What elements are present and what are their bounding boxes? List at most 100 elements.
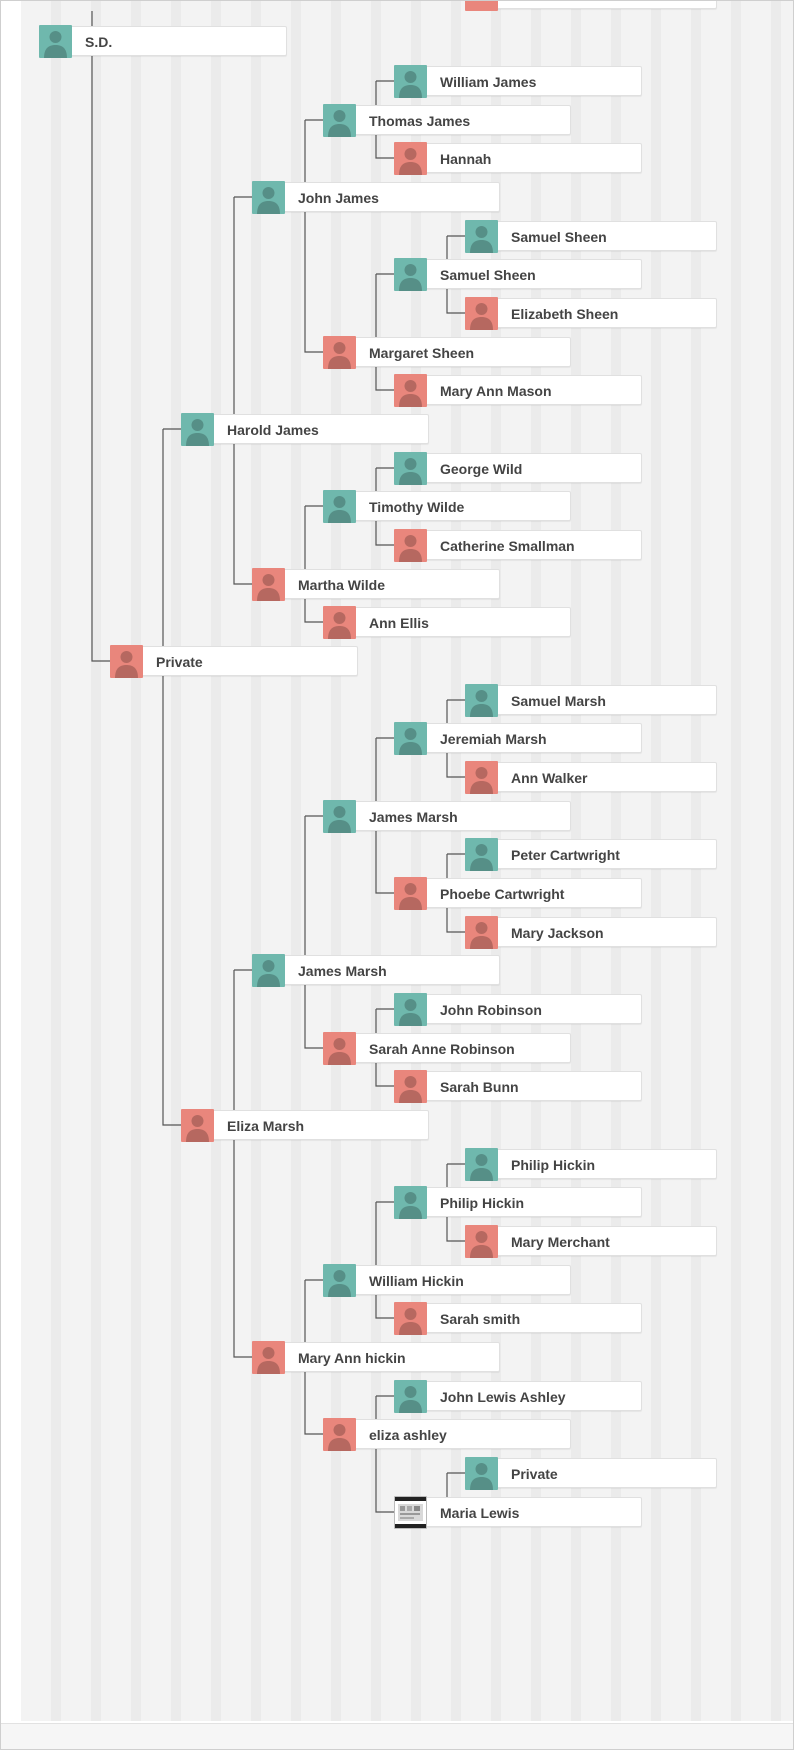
person-card-ann-ellis[interactable]: Ann Ellis (323, 606, 571, 639)
person-silhouette-icon (465, 1148, 498, 1181)
person-card-samuel-sheen-2[interactable]: Samuel Sheen (465, 220, 717, 253)
person-silhouette-icon (252, 181, 285, 214)
person-name: William Hickin (369, 1273, 464, 1289)
person-card-mary-jackson[interactable]: Mary Jackson (465, 916, 717, 949)
person-name: James Marsh (369, 809, 458, 825)
person-silhouette-icon (252, 954, 285, 987)
person-silhouette-icon (394, 1186, 427, 1219)
person-card-thomas-james[interactable]: Thomas James (323, 104, 571, 137)
person-card-sarah-bunn[interactable]: Sarah Bunn (394, 1070, 642, 1103)
person-card-eliza-ashley[interactable]: eliza ashley (323, 1418, 571, 1451)
person-card-phoebe-cartwright[interactable]: Phoebe Cartwright (394, 877, 642, 910)
person-silhouette-icon (323, 1418, 356, 1451)
person-silhouette-icon (110, 645, 143, 678)
person-name: Sarah smith (440, 1311, 521, 1327)
person-name: John James (298, 190, 379, 206)
person-card-james-marsh[interactable]: James Marsh (252, 954, 500, 987)
person-silhouette-icon (394, 452, 427, 485)
person-silhouette-icon (181, 1109, 214, 1142)
person-name: Catherine Smallman (440, 538, 575, 554)
person-card-private-2[interactable]: Private (465, 1457, 717, 1490)
person-name: Mary Ann hickin (298, 1350, 406, 1366)
person-silhouette-icon (252, 1341, 285, 1374)
person-name: Peter Cartwright (511, 847, 620, 863)
person-card-mary-ann-mason[interactable]: Mary Ann Mason (394, 374, 642, 407)
person-name: Ann Ellis (369, 615, 429, 631)
person-card-hannah[interactable]: Hannah (394, 142, 642, 175)
person-silhouette-icon (465, 761, 498, 794)
person-name: Elizabeth Sheen (511, 306, 619, 322)
person-name: Philip Hickin (440, 1195, 525, 1211)
person-name: Mary Jackson (511, 925, 604, 941)
person-silhouette-icon (252, 568, 285, 601)
person-card-ann-walker[interactable]: Ann Walker (465, 761, 717, 794)
person-card-samuel-sheen[interactable]: Samuel Sheen (394, 258, 642, 291)
person-silhouette-icon (323, 800, 356, 833)
person-card-william-james[interactable]: William James (394, 65, 642, 98)
person-card-catherine-smallman[interactable]: Catherine Smallman (394, 529, 642, 562)
person-name: Jeremiah Marsh (440, 731, 547, 747)
person-silhouette-icon (394, 877, 427, 910)
person-silhouette-icon (323, 490, 356, 523)
person-name: eliza ashley (369, 1427, 447, 1443)
person-name: Phoebe Cartwright (440, 886, 565, 902)
person-silhouette-icon (394, 1302, 427, 1335)
person-card-philip-hickin-2[interactable]: Philip Hickin (465, 1148, 717, 1181)
person-name: William James (440, 74, 537, 90)
person-card-offscreen[interactable] (465, 1, 717, 11)
person-name: Thomas James (369, 113, 471, 129)
person-name: Ann Walker (511, 770, 588, 786)
person-name: Mary Ann Mason (440, 383, 552, 399)
person-card-george-wild[interactable]: George Wild (394, 452, 642, 485)
person-silhouette-icon (394, 529, 427, 562)
person-card-harold-james[interactable]: Harold James (181, 413, 429, 446)
person-card-philip-hickin[interactable]: Philip Hickin (394, 1186, 642, 1219)
person-name: Philip Hickin (511, 1157, 596, 1173)
person-silhouette-icon (465, 220, 498, 253)
person-silhouette-icon (394, 722, 427, 755)
person-silhouette-icon (323, 606, 356, 639)
person-name: Maria Lewis (440, 1505, 520, 1521)
person-card-james-marsh-2[interactable]: James Marsh (323, 800, 571, 833)
person-name: Samuel Sheen (440, 267, 536, 283)
person-card-john-james[interactable]: John James (252, 181, 500, 214)
person-name: George Wild (440, 461, 523, 477)
person-silhouette-icon (394, 993, 427, 1026)
person-name: Private (156, 654, 203, 670)
person-silhouette-icon (465, 297, 498, 330)
person-card-sarah-smith[interactable]: Sarah smith (394, 1302, 642, 1335)
person-name: Sarah Bunn (440, 1079, 519, 1095)
person-silhouette-icon (323, 1264, 356, 1297)
person-card-mary-ann-hickin[interactable]: Mary Ann hickin (252, 1341, 500, 1374)
person-name: Mary Merchant (511, 1234, 610, 1250)
person-card-martha-wilde[interactable]: Martha Wilde (252, 568, 500, 601)
person-name: Timothy Wilde (369, 499, 465, 515)
person-silhouette-icon (465, 1225, 498, 1258)
person-card-jeremiah-marsh[interactable]: Jeremiah Marsh (394, 722, 642, 755)
person-name: Margaret Sheen (369, 345, 475, 361)
person-silhouette-icon (323, 1032, 356, 1065)
person-card-william-hickin[interactable]: William Hickin (323, 1264, 571, 1297)
person-silhouette-icon (323, 336, 356, 369)
person-name: Martha Wilde (298, 577, 385, 593)
person-name: Samuel Marsh (511, 693, 606, 709)
person-silhouette-icon (465, 916, 498, 949)
person-card-mary-merchant[interactable]: Mary Merchant (465, 1225, 717, 1258)
person-card-elizabeth-sheen[interactable]: Elizabeth Sheen (465, 297, 717, 330)
person-card-maria-lewis[interactable]: Maria Lewis (394, 1496, 642, 1529)
person-card-margaret-sheen[interactable]: Margaret Sheen (323, 336, 571, 369)
person-silhouette-icon (465, 838, 498, 871)
person-name: Samuel Sheen (511, 229, 607, 245)
person-card-john-robinson[interactable]: John Robinson (394, 993, 642, 1026)
person-card-private[interactable]: Private (110, 645, 358, 678)
person-silhouette-icon (394, 142, 427, 175)
person-card-sarah-anne-robinson[interactable]: Sarah Anne Robinson (323, 1032, 571, 1065)
person-card-eliza-marsh[interactable]: Eliza Marsh (181, 1109, 429, 1142)
person-silhouette-icon (39, 25, 72, 58)
person-card-peter-cartwright[interactable]: Peter Cartwright (465, 838, 717, 871)
person-card-samuel-marsh[interactable]: Samuel Marsh (465, 684, 717, 717)
person-card-john-lewis-ashley[interactable]: John Lewis Ashley (394, 1380, 642, 1413)
person-card-sd[interactable]: S.D. (39, 25, 287, 58)
person-card-timothy-wilde[interactable]: Timothy Wilde (323, 490, 571, 523)
bottom-scroll-area[interactable] (1, 1723, 793, 1749)
